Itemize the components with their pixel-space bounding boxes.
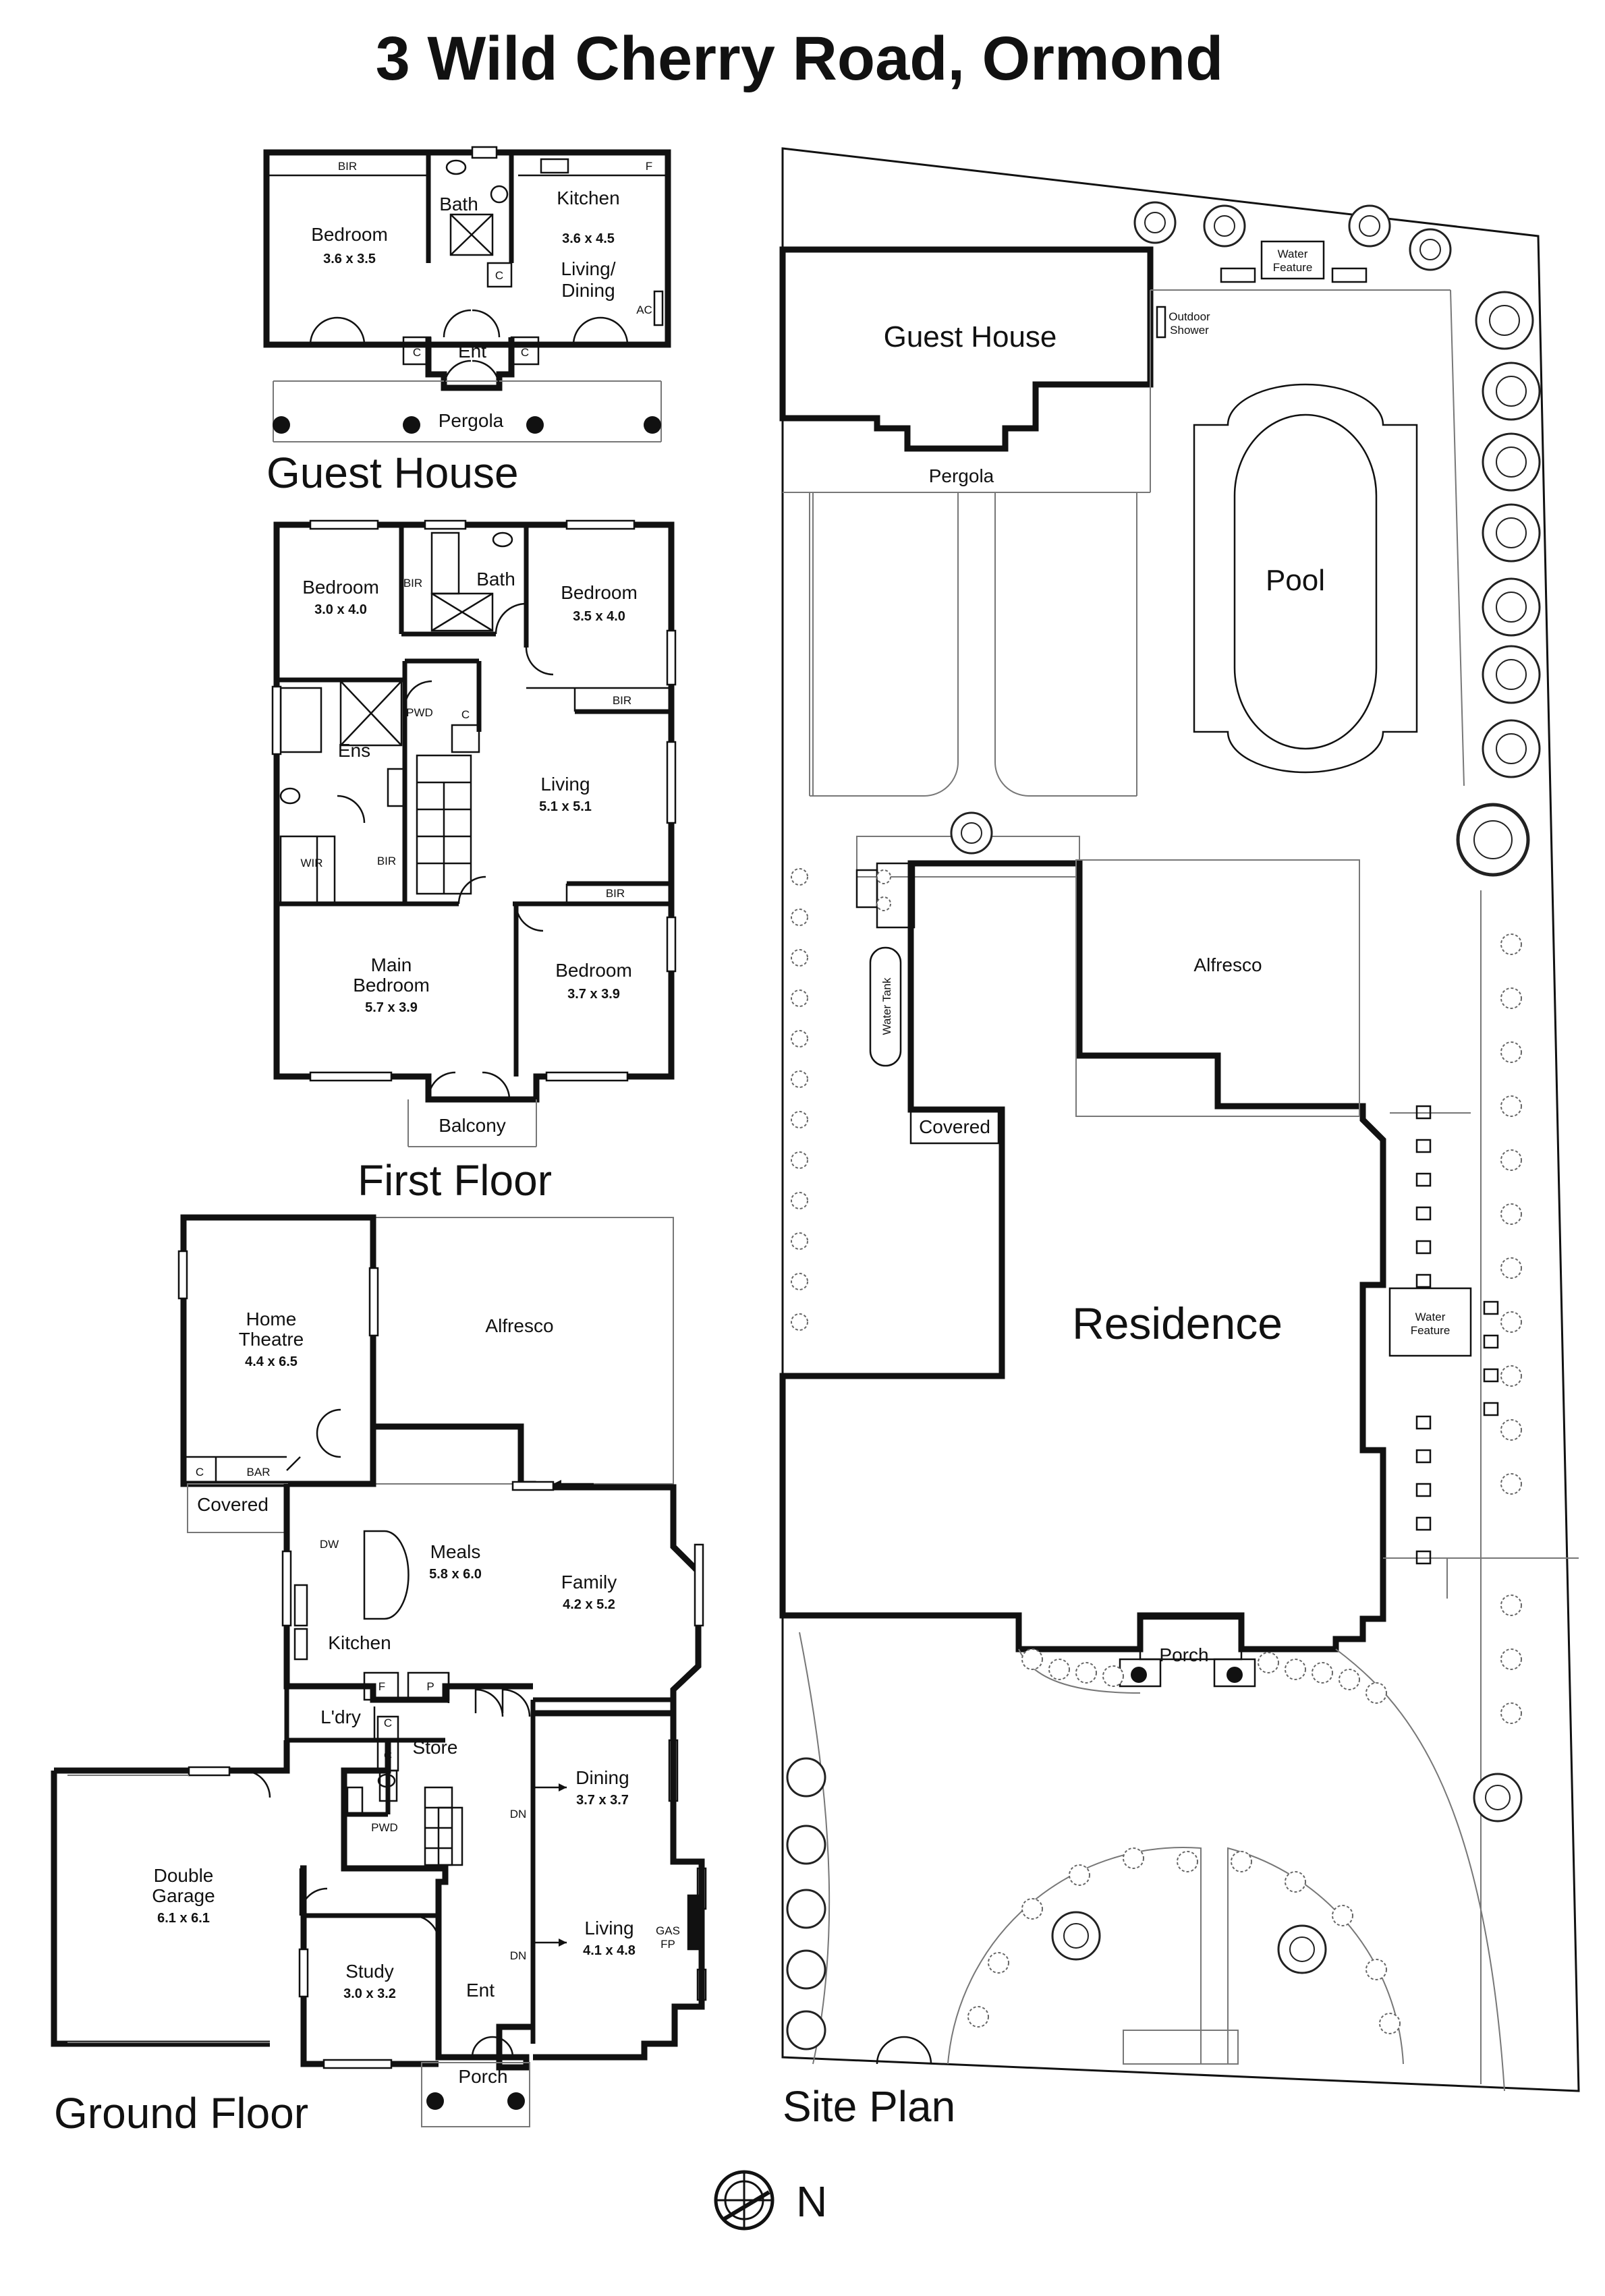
gf-home-theatre-label-1: Home [246,1309,297,1329]
site-outdoor-shower-label-2: Shower [1170,324,1209,337]
gf-meals-dim: 5.8 x 6.0 [429,1567,482,1582]
gf-dn-label: DN [510,1949,527,1962]
ff-living-dim: 5.1 x 5.1 [539,799,592,814]
gh-f-label: F [646,160,652,173]
gh-bedroom-dim: 3.6 x 3.5 [323,252,376,266]
gf-c-label: C [384,1717,392,1729]
ff-ens-label: Ens [338,740,370,761]
gh-bedroom-label: Bedroom [311,224,388,245]
gh-c-label: C [521,346,529,359]
ff-main-bedroom-label-1: Main [371,954,412,975]
gf-family-dim: 4.2 x 5.2 [563,1597,615,1612]
gh-ac-label: AC [636,304,652,316]
site-residence-label: Residence [1072,1298,1283,1348]
gh-pergola-label: Pergola [439,410,504,431]
site-water-feature-label-2: Feature [1411,1324,1451,1337]
ff-balcony-label: Balcony [439,1115,506,1136]
gf-fp-label: FP [660,1938,675,1951]
gf-bar-label: BAR [247,1466,271,1479]
gh-bath-label: Bath [439,194,478,214]
ff-main-bedroom-label-2: Bedroom [353,975,430,996]
gf-double-garage-label-2: Garage [152,1885,215,1906]
guest-house-plan: BIR F Bath Kitchen 3.6 x 4.5 Living/ Din… [263,146,671,442]
gf-kitchen-label: Kitchen [328,1632,391,1653]
gf-gas-label: GAS [656,1924,680,1937]
gf-porch-label: Porch [458,2066,507,2087]
gf-double-garage-dim: 6.1 x 6.1 [157,1911,210,1926]
gf-store-label: Store [413,1737,458,1758]
ff-bedroom3-dim: 3.7 x 3.9 [567,987,620,1002]
gf-double-garage-label-1: Double [154,1865,214,1886]
gf-study-label: Study [345,1961,394,1982]
ff-bir-label: BIR [613,694,631,707]
gf-f-label: F [378,1680,385,1693]
site-outdoor-shower-label-1: Outdoor [1168,310,1210,323]
ff-pwd-label: PWD [406,706,433,719]
gf-alfresco-label: Alfresco [485,1315,553,1336]
site-pergola-label: Pergola [929,465,994,486]
gf-ent-label: Ent [466,1980,495,2001]
gf-dw-label: DW [320,1538,339,1551]
gf-c-label: C [196,1466,204,1479]
section-first-floor: First Floor [358,1156,552,1205]
ff-c-label: C [461,708,470,721]
site-covered-label: Covered [919,1116,990,1137]
site-water-feature-label-2: Feature [1273,261,1313,274]
gh-bir-label: BIR [338,160,357,173]
gh-ent-label: Ent [458,341,486,362]
gf-dining-dim: 3.7 x 3.7 [576,1793,629,1808]
gh-kitchen-label: Kitchen [557,188,619,208]
gh-c-label: C [495,269,503,282]
gf-family-label: Family [561,1572,617,1592]
ff-bedroom2-dim: 3.5 x 4.0 [573,609,625,624]
gf-living-label: Living [584,1918,633,1939]
ff-living-label: Living [540,774,590,795]
gh-c-label: C [413,346,421,359]
first-floor-plan: Bedroom 3.0 x 4.0 BIR Bath Bedroom 3.5 x… [271,519,677,1147]
ff-bedroom3-label: Bedroom [555,960,632,981]
site-porch-label: Porch [1159,1644,1208,1665]
ff-bedroom1-dim: 3.0 x 4.0 [314,602,367,617]
section-guest-house: Guest House [266,449,519,497]
section-site-plan: Site Plan [783,2082,955,2131]
site-guest-house-label: Guest House [884,320,1057,353]
gh-living-label-2: Dining [561,280,615,301]
gh-kitchen-dim: 3.6 x 4.5 [562,231,615,246]
gf-home-theatre-label-2: Theatre [239,1329,304,1350]
page-title: 3 Wild Cherry Road, Ormond [376,24,1224,93]
section-ground-floor: Ground Floor [54,2089,308,2137]
gf-meals-label: Meals [430,1541,481,1562]
gf-ldry-label: L'dry [320,1706,361,1727]
ff-bir-label: BIR [403,577,422,590]
site-water-feature-label-1: Water [1278,248,1308,260]
site-water-tank-label: Water Tank [880,977,893,1035]
gf-home-theatre-dim: 4.4 x 6.5 [245,1354,298,1369]
gf-c-label: C [384,1749,392,1762]
site-pool-label: Pool [1266,564,1325,597]
site-plan: Guest House Water Feature Outdoor Shower… [779,147,1580,2092]
ground-floor-plan: Home Theatre 4.4 x 6.5 Alfresco C BAR Co… [51,1214,707,2127]
ff-bedroom1-label: Bedroom [302,577,379,598]
site-water-feature-label-1: Water [1415,1311,1446,1323]
gf-pwd-label: PWD [371,1821,398,1834]
compass-north-label: N [796,2177,827,2226]
ff-bath-label: Bath [476,569,515,590]
gf-study-dim: 3.0 x 3.2 [343,1986,396,2001]
ff-bir-label: BIR [606,887,625,900]
compass-icon [714,2170,775,2231]
gh-living-label-1: Living/ [561,258,616,279]
gf-living-dim: 4.1 x 4.8 [583,1943,636,1958]
gf-p-label: P [426,1680,434,1693]
ff-main-bedroom-dim: 5.7 x 3.9 [365,1000,418,1015]
site-alfresco-label: Alfresco [1193,954,1262,975]
ff-wir-label: WIR [300,857,322,869]
ff-bir-label: BIR [377,855,396,867]
gf-covered-label: Covered [197,1494,269,1515]
gf-dining-label: Dining [575,1767,629,1788]
gf-dn-label: DN [510,1808,527,1820]
ff-bedroom2-label: Bedroom [561,582,638,603]
